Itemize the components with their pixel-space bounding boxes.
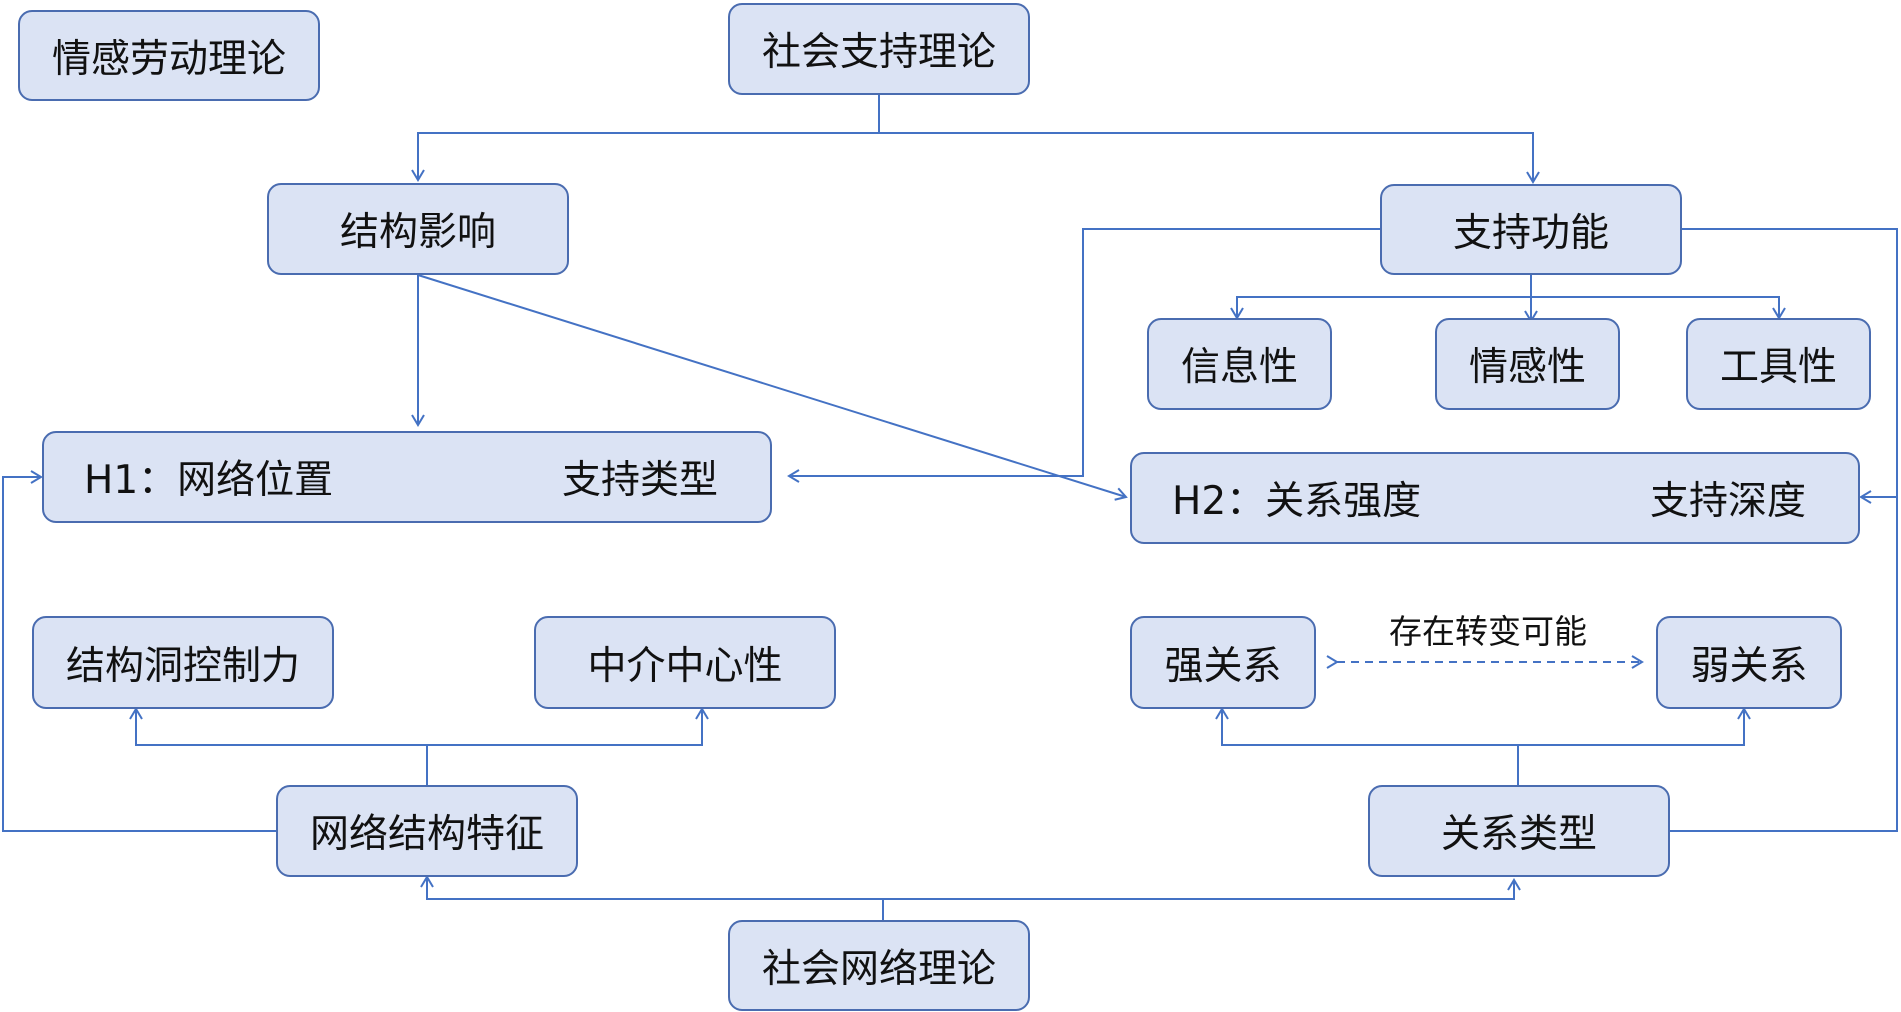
arrow-to-structural-hole-control <box>129 707 427 746</box>
arrow-to-support-function <box>879 132 1540 184</box>
structural-influence-box: 结构影响 <box>267 183 569 275</box>
arrow-structural-influence-to-h2 <box>417 274 1128 501</box>
informational-label: 信息性 <box>1180 345 1298 390</box>
instrumental-box: 工具性 <box>1686 318 1871 410</box>
emotional-labor-theory-label: 情感劳动理论 <box>51 36 286 82</box>
relationship-type-box: 关系类型 <box>1368 785 1670 877</box>
h1-box: H1：网络位置 支持类型 <box>42 431 772 523</box>
transition-note: 存在转变可能 <box>1389 612 1587 651</box>
weak-ties-box: 弱关系 <box>1656 616 1842 709</box>
betweenness-centrality-box: 中介中心性 <box>534 616 836 709</box>
emotional-labor-theory-box: 情感劳动理论 <box>18 10 320 101</box>
weak-ties-label: 弱关系 <box>1690 643 1808 689</box>
emotional-box: 情感性 <box>1435 318 1620 410</box>
instrumental-label: 工具性 <box>1719 345 1837 390</box>
strong-ties-box: 强关系 <box>1130 616 1316 709</box>
h2-box: H2：关系强度 支持深度 <box>1130 452 1860 544</box>
arrow-to-network-features <box>420 875 883 900</box>
arrow-to-weak-ties <box>1518 707 1751 746</box>
structural-hole-control-box: 结构洞控制力 <box>32 616 334 709</box>
h1-label: H1：网络位置 <box>84 458 334 503</box>
arrow-support-function-to-h1 <box>787 228 1380 483</box>
support-function-box: 支持功能 <box>1380 184 1682 275</box>
social-support-theory-label: 社会支持理论 <box>761 30 996 75</box>
arrow-network-features-to-h1 <box>2 470 278 832</box>
arrow-to-relationship-type <box>883 878 1521 900</box>
structural-influence-label: 结构影响 <box>339 210 496 255</box>
structural-hole-control-label: 结构洞控制力 <box>65 643 300 689</box>
relationship-type-label: 关系类型 <box>1440 812 1597 857</box>
informational-box: 信息性 <box>1147 318 1332 410</box>
arrow-to-structural-influence <box>411 132 879 182</box>
h2-support-depth: 支持深度 <box>1649 479 1806 524</box>
support-function-label: 支持功能 <box>1452 210 1609 256</box>
arrow-to-betweenness-centrality <box>427 707 709 746</box>
arrow-to-informational <box>1230 296 1531 320</box>
arrow-to-instrumental <box>1531 296 1786 320</box>
social-support-theory-box: 社会支持理论 <box>728 3 1030 95</box>
arrow-to-strong-ties <box>1215 707 1518 746</box>
network-structure-features-label: 网络结构特征 <box>309 812 544 857</box>
emotional-label: 情感性 <box>1468 345 1586 390</box>
strong-ties-label: 强关系 <box>1164 643 1282 689</box>
network-structure-features-box: 网络结构特征 <box>276 785 578 877</box>
h1-support-type: 支持类型 <box>561 458 718 503</box>
social-network-theory-label: 社会网络理论 <box>761 946 996 992</box>
social-network-theory-box: 社会网络理论 <box>728 920 1030 1011</box>
arrow-relationship-type-to-h2 <box>1670 497 1898 832</box>
h2-label: H2：关系强度 <box>1172 479 1422 524</box>
betweenness-centrality-label: 中介中心性 <box>587 643 783 689</box>
arrow-support-function-to-h2 <box>1677 228 1898 504</box>
